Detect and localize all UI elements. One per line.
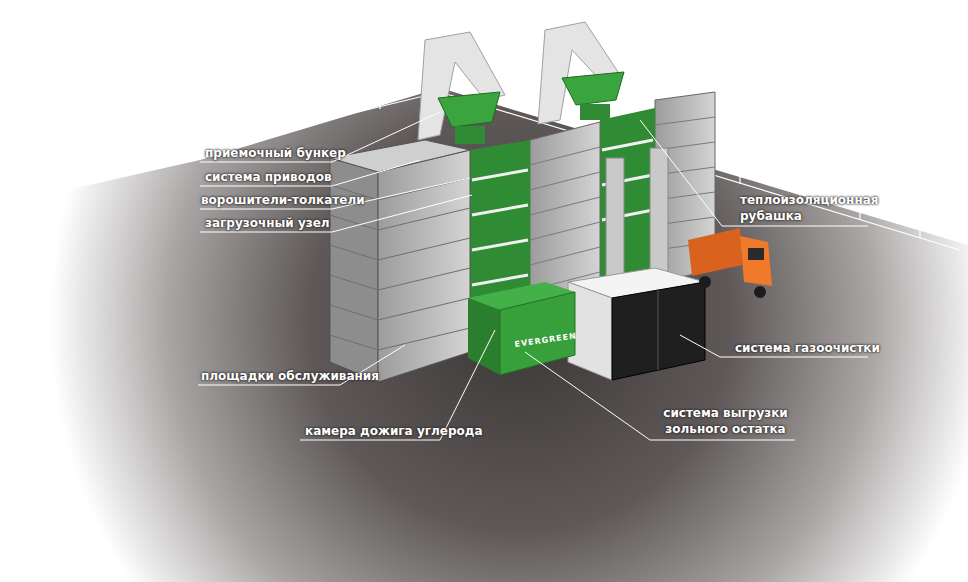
gas-cleaning-units (568, 268, 705, 380)
green-rack (600, 108, 655, 295)
label-ash-unloading: система выгрузки зольного остатка (658, 405, 793, 437)
label-hopper: приемочный бункер (205, 145, 346, 161)
containers (468, 282, 575, 375)
receiving-hoppers (438, 72, 624, 144)
leader-lines (198, 112, 868, 440)
label-platforms: площадки обслуживания (201, 368, 379, 384)
label-insulation: теплоизоляционная рубашка (740, 192, 870, 224)
label-drives: система приводов (205, 169, 331, 185)
label-agitators: ворошители-толкатели (201, 192, 365, 208)
label-afterburner: камера дожига углерода (305, 423, 483, 439)
label-loading: загрузочный узел (205, 215, 330, 231)
floor (0, 88, 968, 582)
tower-left (330, 140, 470, 382)
dump-truck (688, 228, 772, 298)
label-gas-cleaning: система газоочистки (735, 340, 880, 356)
